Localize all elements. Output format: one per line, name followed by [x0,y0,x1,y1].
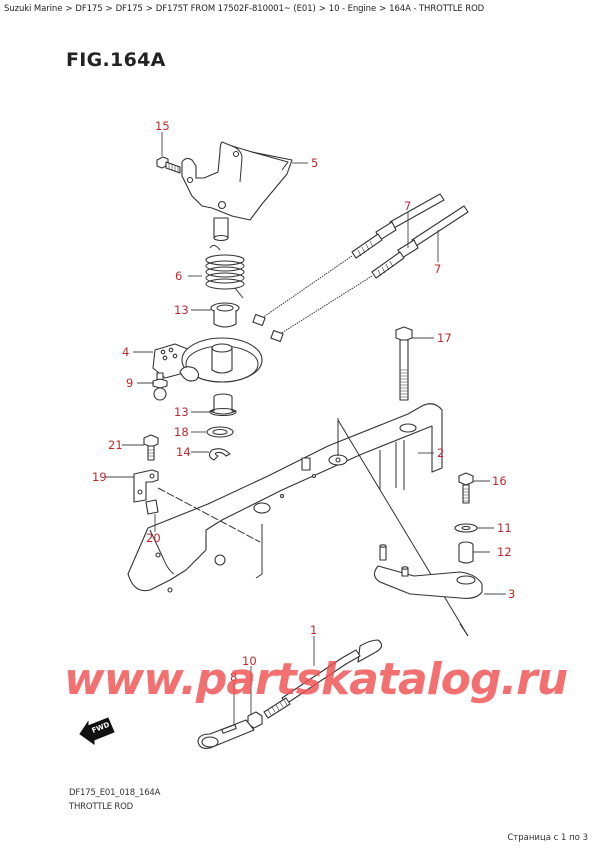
bushing-part-13-lower[interactable] [209,393,237,416]
throttle-cable-part-7-lower[interactable] [270,205,469,343]
callout-1[interactable]: 1 [310,623,317,637]
callout-18[interactable]: 18 [174,425,189,439]
spring-part-6[interactable] [205,244,245,299]
callout-8[interactable]: 8 [230,670,237,684]
plate-part-19[interactable] [133,469,159,503]
bracket-part-5[interactable] [181,141,293,242]
figure-code: DF175_E01_018_164A [69,788,161,798]
breadcrumb-separator: > [105,4,113,14]
callout-4[interactable]: 4 [122,345,129,359]
clip-part-20[interactable] [145,499,159,515]
collar-part-12[interactable] [458,541,474,564]
callout-11[interactable]: 11 [497,521,512,535]
callout-5[interactable]: 5 [311,156,318,170]
washer-part-18[interactable] [206,426,234,438]
throttle-cam-part-4[interactable] [152,337,263,383]
ball-joint-part-9[interactable] [152,372,168,401]
bolt-part-15[interactable] [156,156,181,174]
lever-part-3[interactable] [373,544,483,599]
callout-7-lower[interactable]: 7 [434,262,441,276]
callout-9[interactable]: 9 [126,376,133,390]
throttle-rod-part-1[interactable] [263,639,383,719]
callout-3[interactable]: 3 [508,587,515,601]
figure-name: THROTTLE ROD [69,802,133,812]
throttle-cable-part-7-upper[interactable] [252,193,445,327]
callout-16[interactable]: 16 [492,474,507,488]
callout-13-lower[interactable]: 13 [174,405,189,419]
breadcrumb-separator: > [379,4,387,14]
washer-part-11[interactable] [454,523,478,533]
pagination-text: Страница с 1 по 3 [507,833,588,843]
long-bolt-part-17[interactable] [395,326,413,401]
breadcrumb-item-suzuki-marine[interactable]: Suzuki Marine [4,4,63,14]
breadcrumb-separator: > [145,4,153,14]
callout-20[interactable]: 20 [146,531,161,545]
callout-15[interactable]: 15 [155,119,170,133]
fwd-direction-icon: FWD [79,717,115,745]
callout-10[interactable]: 10 [242,654,257,668]
breadcrumb-separator: > [65,4,73,14]
callout-13-upper[interactable]: 13 [174,303,189,317]
throttle-lever-arm-part-2[interactable] [127,403,443,593]
breadcrumb-item-engine[interactable]: 10 - Engine [328,4,377,14]
e-ring-part-14[interactable] [208,448,231,461]
callout-14[interactable]: 14 [176,445,191,459]
breadcrumb-item-df175-model[interactable]: DF175 [115,4,143,14]
breadcrumb: Suzuki Marine>DF175>DF175>DF175T FROM 17… [4,4,484,14]
breadcrumb-separator: > [318,4,326,14]
bolt-part-16[interactable] [458,472,474,504]
figure-title: FIG.164A [66,49,166,71]
bushing-part-13-upper[interactable] [210,302,240,328]
bolt-part-21[interactable] [143,434,159,461]
breadcrumb-item-df175[interactable]: DF175 [75,4,103,14]
callout-12[interactable]: 12 [497,545,512,559]
breadcrumb-item-current: 164A - THROTTLE ROD [389,4,485,14]
callout-7-upper[interactable]: 7 [404,199,411,213]
callout-17[interactable]: 17 [437,331,452,345]
callout-6[interactable]: 6 [175,269,182,283]
callout-2[interactable]: 2 [437,446,444,460]
breadcrumb-item-df175t[interactable]: DF175T FROM 17502F-810001~ (E01) [155,4,316,14]
callout-21[interactable]: 21 [108,438,123,452]
callout-19[interactable]: 19 [92,470,107,484]
rod-end-part-8[interactable] [197,719,255,749]
